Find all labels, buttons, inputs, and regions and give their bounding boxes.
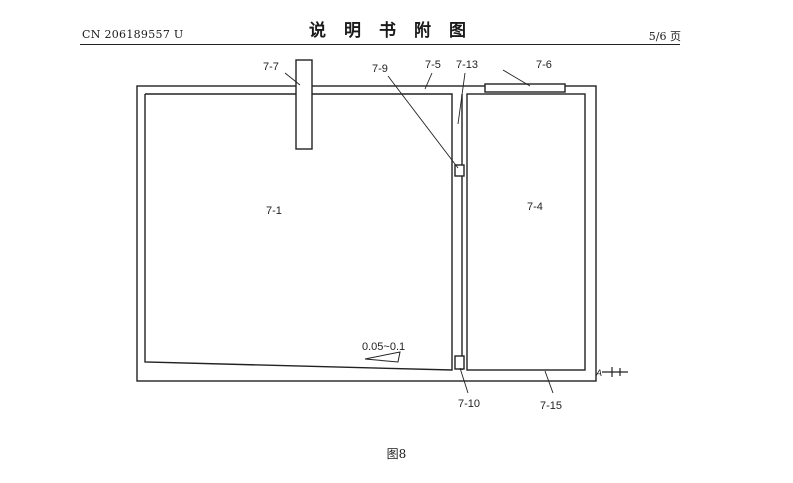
direction-marker (602, 367, 628, 377)
page-number: 5/6 页 (648, 30, 681, 43)
label-7-15: 7-15 (540, 400, 562, 412)
lower-connector (454, 355, 465, 370)
leader-7-10 (459, 367, 469, 394)
left-chamber-inner-wall (144, 93, 453, 371)
page-header: CN 206189557 U 说明书附图 5/6 页 (0, 0, 793, 48)
right-chamber-wall (466, 93, 586, 371)
figure-caption: 图8 (386, 447, 407, 461)
leader-7-13 (457, 72, 466, 125)
top-plate (484, 83, 566, 93)
leader-7-15 (544, 370, 554, 394)
label-7-13: 7-13 (456, 59, 478, 71)
label-direction: A (595, 368, 602, 378)
label-7-10: 7-10 (458, 398, 480, 410)
label-7-9: 7-9 (372, 63, 388, 75)
label-slope: 0.05~0.1 (362, 341, 405, 353)
document-title: 说明书附图 (309, 21, 484, 41)
label-7-7: 7-7 (263, 61, 279, 73)
outer-tank-wall (136, 85, 597, 382)
leader-7-7 (284, 72, 301, 86)
upper-connector (454, 164, 465, 177)
header-rule (80, 44, 680, 45)
leader-7-9 (387, 75, 459, 169)
document-number: CN 206189557 U (82, 28, 184, 41)
label-7-6: 7-6 (536, 59, 552, 71)
slope-indicator (364, 351, 401, 363)
label-7-5: 7-5 (425, 59, 441, 71)
leader-7-5 (424, 72, 433, 90)
label-7-1: 7-1 (266, 205, 282, 217)
label-7-4: 7-4 (527, 201, 543, 213)
leader-7-6 (502, 69, 531, 87)
vertical-pipe (295, 59, 313, 150)
